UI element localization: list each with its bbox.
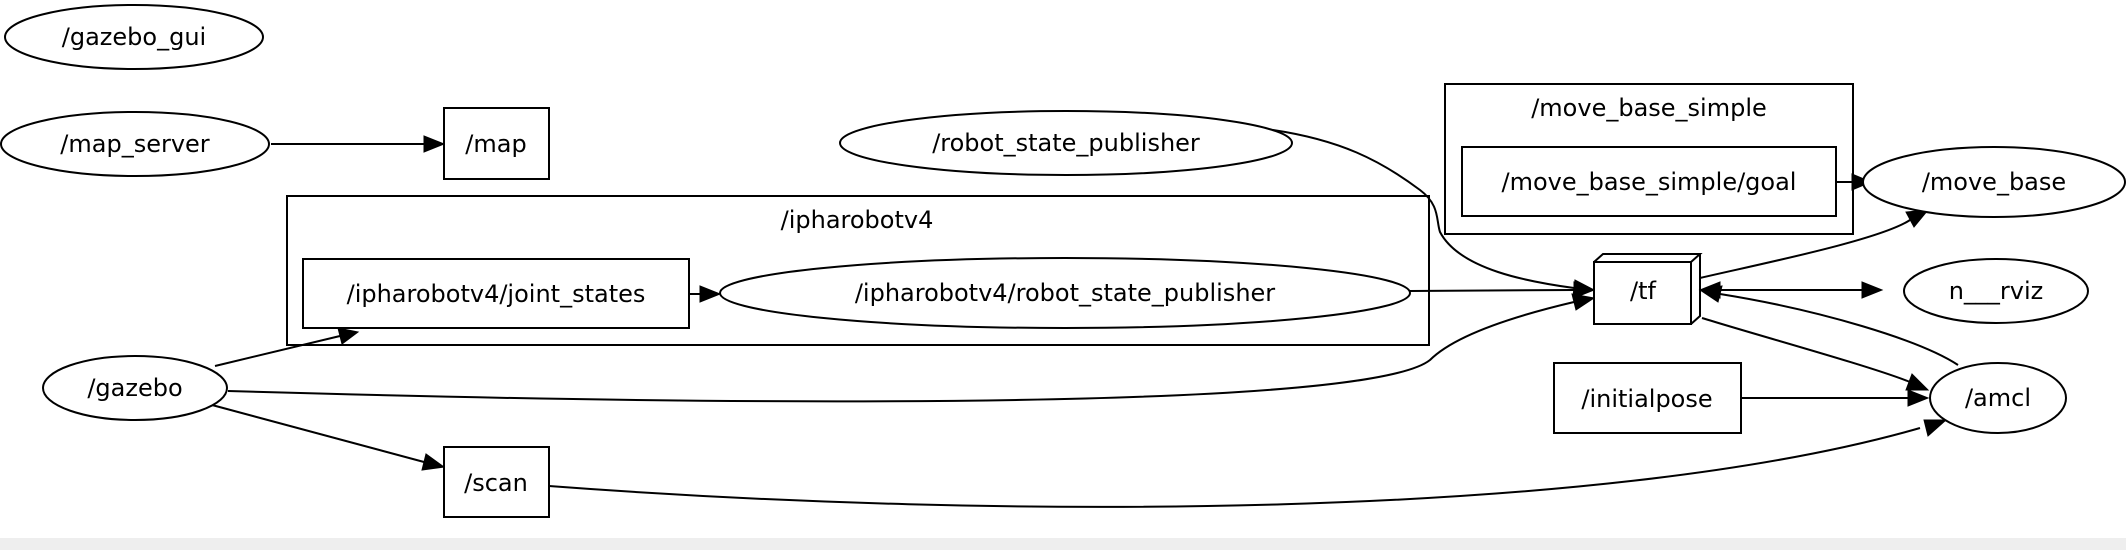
node-label-map: /map [465, 130, 526, 158]
cluster-move-base-simple: /move_base_simple [1444, 83, 1854, 235]
node-gazebo-gui[interactable]: /gazebo_gui [4, 4, 264, 70]
edge-ipharobotv4-rsp-to-tf [1409, 281, 1596, 299]
node-tf[interactable]: /tf [1593, 253, 1703, 325]
node-label-gazebo: /gazebo [87, 374, 182, 402]
node-label-map-server: /map_server [60, 130, 210, 158]
node-initialpose[interactable]: /initialpose [1553, 362, 1742, 434]
node-label-gazebo-gui: /gazebo_gui [62, 23, 206, 51]
node-label-ipharobotv4-joint-states: /ipharobotv4/joint_states [347, 280, 646, 308]
bottom-strip [0, 538, 2126, 550]
node-ipharobotv4-robot-state-publisher[interactable]: /ipharobotv4/robot_state_publisher [719, 257, 1411, 329]
edge-tf-to-amcl [1701, 317, 1930, 391]
node-gazebo[interactable]: /gazebo [42, 355, 228, 421]
edge-map-server-to-map [271, 135, 446, 153]
node-robot-state-publisher[interactable]: /robot_state_publisher [839, 110, 1293, 176]
edge-tf-to-move-base [1699, 209, 1930, 279]
node-label-scan: /scan [464, 469, 528, 497]
edge-gazebo-to-scan [211, 404, 446, 471]
node-scan[interactable]: /scan [443, 446, 550, 518]
node-move-base[interactable]: /move_base [1862, 146, 2126, 218]
node-label-robot-state-publisher: /robot_state_publisher [932, 129, 1200, 157]
node-label-amcl: /amcl [1965, 384, 2031, 412]
node-ipharobotv4-joint-states[interactable]: /ipharobotv4/joint_states [302, 258, 690, 329]
node-rviz[interactable]: n___rviz [1903, 258, 2089, 324]
node-label-move-base: /move_base [1922, 168, 2066, 196]
cluster-ipharobotv4: /ipharobotv4 [286, 195, 1430, 346]
edges [211, 129, 1959, 508]
cluster-label-move-base-simple: /move_base_simple [1531, 94, 1767, 122]
edge-amcl-to-tf [1698, 285, 1959, 366]
node-move-base-simple-goal[interactable]: /move_base_simple/goal [1461, 146, 1837, 217]
node-label-tf: /tf [1630, 277, 1656, 305]
edge-gazebo-to-joint-states [214, 327, 360, 367]
node-label-rviz: n___rviz [1949, 277, 2044, 305]
node-map[interactable]: /map [443, 107, 550, 180]
cluster-label-ipharobotv4: /ipharobotv4 [781, 206, 934, 234]
edge-move-base-simple-goal-to-move-base [1837, 173, 1873, 191]
node-amcl[interactable]: /amcl [1929, 362, 2067, 434]
edge-initialpose-to-amcl [1742, 389, 1930, 407]
edge-gazebo-to-tf [227, 293, 1596, 403]
edge-scan-to-amcl [548, 419, 1948, 508]
node-label-initialpose: /initialpose [1581, 385, 1712, 413]
node-label-move-base-simple-goal: /move_base_simple/goal [1502, 168, 1797, 196]
node-label-ipharobotv4-robot-state-publisher: /ipharobotv4/robot_state_publisher [855, 279, 1275, 307]
node-map-server[interactable]: /map_server [0, 111, 270, 177]
edge-joint-states-to-robot-state-publisher [690, 285, 722, 303]
